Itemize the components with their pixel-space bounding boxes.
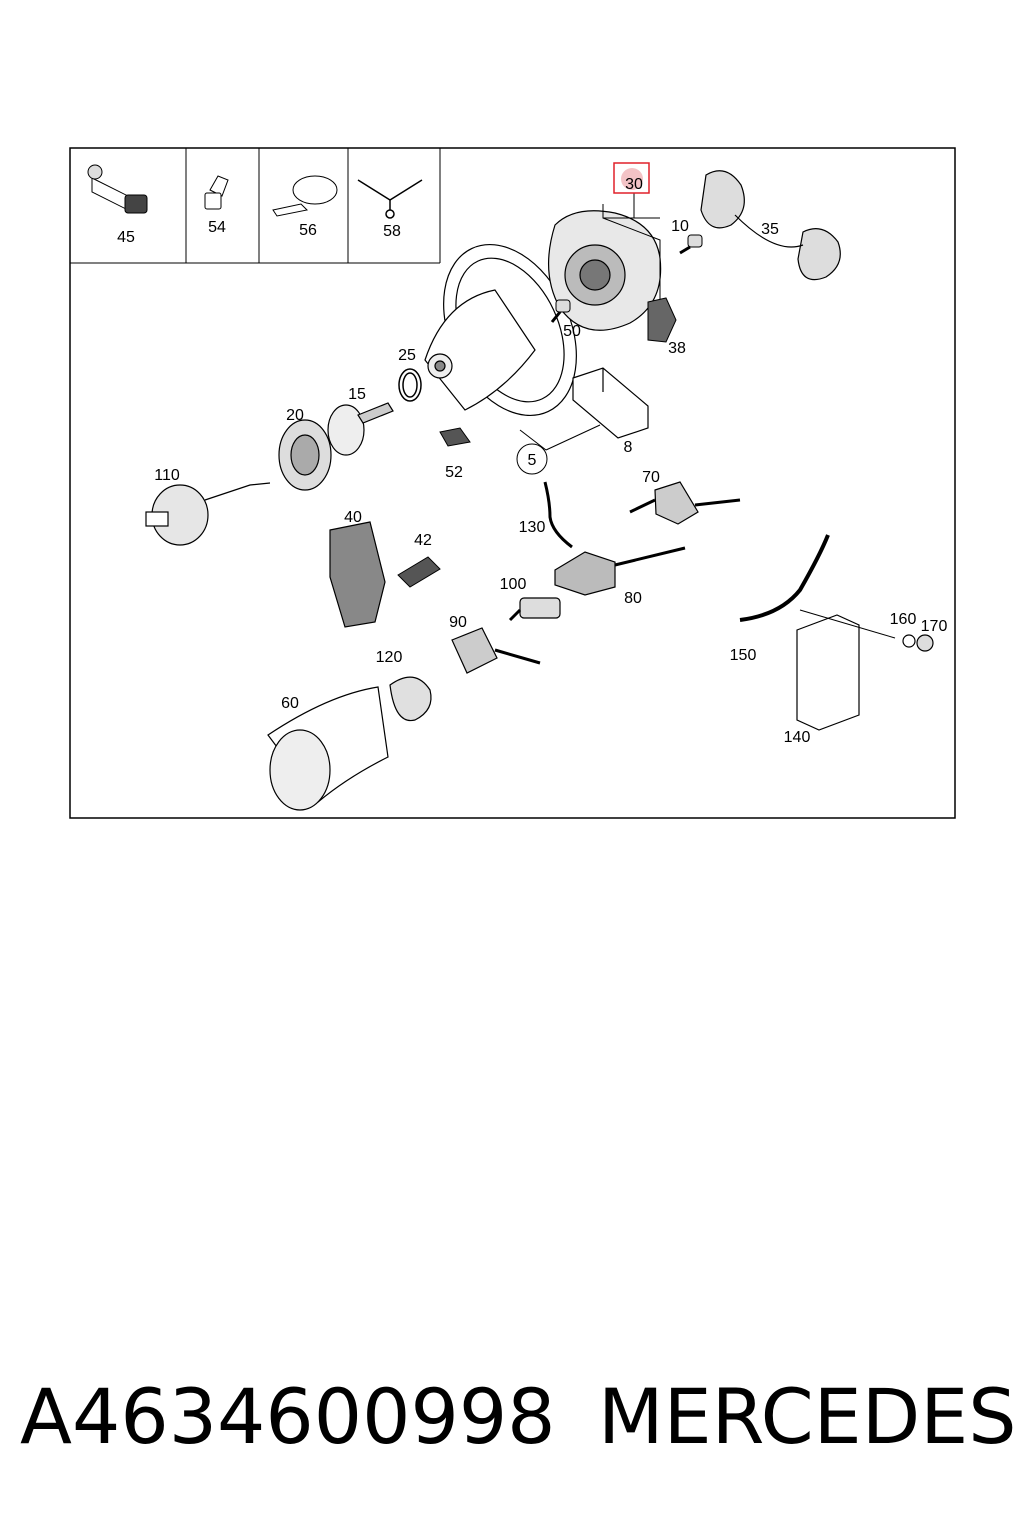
part-56-drawing — [272, 175, 338, 217]
brand-name: MERCEDES — [598, 1372, 1017, 1461]
part-42-drawing — [397, 556, 441, 588]
part-54-drawing — [204, 175, 229, 210]
label-15: 15 — [348, 386, 366, 403]
label-42: 42 — [414, 532, 432, 549]
label-90: 90 — [449, 614, 467, 631]
part-100-drawing — [508, 597, 561, 622]
part-15-drawing — [327, 402, 394, 456]
label-120: 120 — [376, 649, 403, 666]
part-170-drawing — [916, 634, 934, 652]
part-60-drawing — [267, 686, 389, 811]
label-52: 52 — [445, 464, 463, 481]
label-35: 35 — [761, 221, 779, 238]
label-5: 5 — [528, 452, 537, 469]
callout-labels: 45 54 56 58 30 10 35 50 38 25 15 20 8 5 … — [117, 176, 947, 746]
label-140: 140 — [784, 729, 811, 746]
part-80-drawing — [554, 546, 686, 596]
callout-5-circle — [516, 443, 548, 475]
part-20-drawing — [278, 419, 332, 491]
callout-5-leaders — [519, 424, 601, 451]
part-25-drawing — [398, 368, 422, 402]
part-38-drawing — [647, 297, 677, 343]
part-150-drawing — [739, 534, 830, 622]
diagram-frame — [69, 147, 956, 819]
label-150: 150 — [730, 647, 757, 664]
label-45: 45 — [117, 229, 135, 246]
part-140-drawing — [796, 609, 896, 731]
label-10: 10 — [671, 218, 689, 235]
label-60: 60 — [281, 695, 299, 712]
part-45-drawing — [87, 164, 148, 214]
part-160-drawing — [902, 634, 916, 648]
part-number: A4634600998 — [20, 1372, 556, 1461]
part-70-drawing — [629, 481, 741, 525]
label-170: 170 — [921, 618, 948, 635]
part-120-drawing — [389, 676, 432, 722]
part-40-drawing — [329, 521, 386, 628]
footer-caption: A4634600998 MERCEDES — [20, 1372, 1016, 1482]
label-30: 30 — [625, 176, 643, 193]
part-110-drawing — [145, 482, 271, 546]
label-110: 110 — [154, 467, 180, 484]
part-10-drawing — [679, 234, 703, 255]
part-35-drawing — [700, 170, 841, 281]
small-parts-inset — [70, 148, 441, 264]
label-130: 130 — [519, 519, 546, 536]
part-8-drawing — [572, 367, 649, 439]
label-80: 80 — [624, 590, 642, 607]
callout-30-bracket — [602, 193, 661, 300]
part-50-drawing — [550, 299, 571, 323]
label-25: 25 — [398, 347, 416, 364]
label-40: 40 — [344, 509, 362, 526]
label-70: 70 — [642, 469, 660, 486]
part-90-drawing — [451, 627, 541, 674]
label-8: 8 — [624, 439, 633, 456]
label-100: 100 — [500, 576, 527, 593]
label-20: 20 — [286, 407, 304, 424]
label-58: 58 — [383, 223, 401, 240]
steering-column-parts-diagram: 45 54 56 58 30 10 35 50 38 25 15 20 8 5 … — [69, 147, 956, 819]
part-52-drawing — [439, 427, 471, 447]
part-130-drawing — [543, 481, 573, 549]
label-54: 54 — [208, 219, 226, 236]
label-50: 50 — [563, 323, 581, 340]
label-56: 56 — [299, 222, 317, 239]
label-38: 38 — [668, 340, 686, 357]
callout-30-highlight-dot — [621, 168, 643, 190]
part-58-drawing — [357, 179, 423, 219]
callout-30-highlight-box — [613, 162, 650, 194]
steering-wheel-drawing — [424, 243, 577, 417]
label-160: 160 — [890, 611, 917, 628]
airbag-unit-drawing — [548, 210, 662, 331]
